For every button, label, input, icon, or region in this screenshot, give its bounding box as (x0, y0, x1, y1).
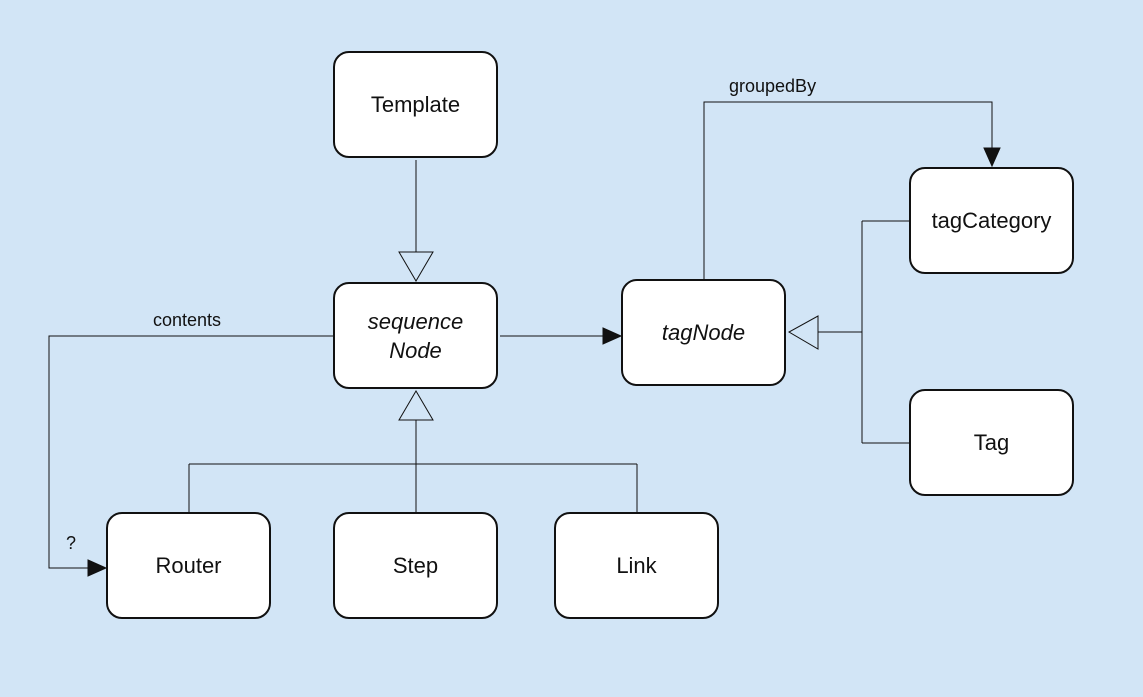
tag-category-node: tagCategory (909, 167, 1074, 274)
link-label: Link (616, 553, 657, 578)
tag-node-label: tagNode (661, 320, 746, 345)
sequence-node-top-hollow-arrow (398, 251, 434, 282)
router-filled-arrow (87, 559, 108, 577)
multiplicity-label: ? (66, 533, 77, 553)
step-label: Step (392, 553, 439, 578)
tag-node: tagNode (621, 279, 786, 386)
sequence-node-bottom-hollow-arrow (398, 390, 434, 421)
template-label: Template (370, 92, 461, 117)
sequence-node-label-line1: sequence (367, 308, 464, 334)
tag-node-filled-arrow (602, 327, 623, 345)
router-node: Router (106, 512, 271, 619)
contents-association-line (48, 335, 333, 569)
tag-category-filled-arrow (983, 147, 1001, 168)
sequence-node: sequence Node (333, 282, 498, 389)
sequence-node-label-line2: Node (389, 337, 442, 363)
template-node: Template (333, 51, 498, 158)
grouped-by-label: groupedBy (729, 76, 817, 96)
grouped-by-association-line (703, 101, 993, 279)
step-node: Step (333, 512, 498, 619)
router-label: Router (155, 553, 222, 578)
tag-label: Tag (973, 430, 1010, 455)
link-node: Link (554, 512, 719, 619)
contents-label: contents (153, 310, 222, 330)
tag-node-hollow-arrow (787, 315, 819, 350)
tag-class-node: Tag (909, 389, 1074, 496)
tag-category-label: tagCategory (931, 208, 1052, 233)
